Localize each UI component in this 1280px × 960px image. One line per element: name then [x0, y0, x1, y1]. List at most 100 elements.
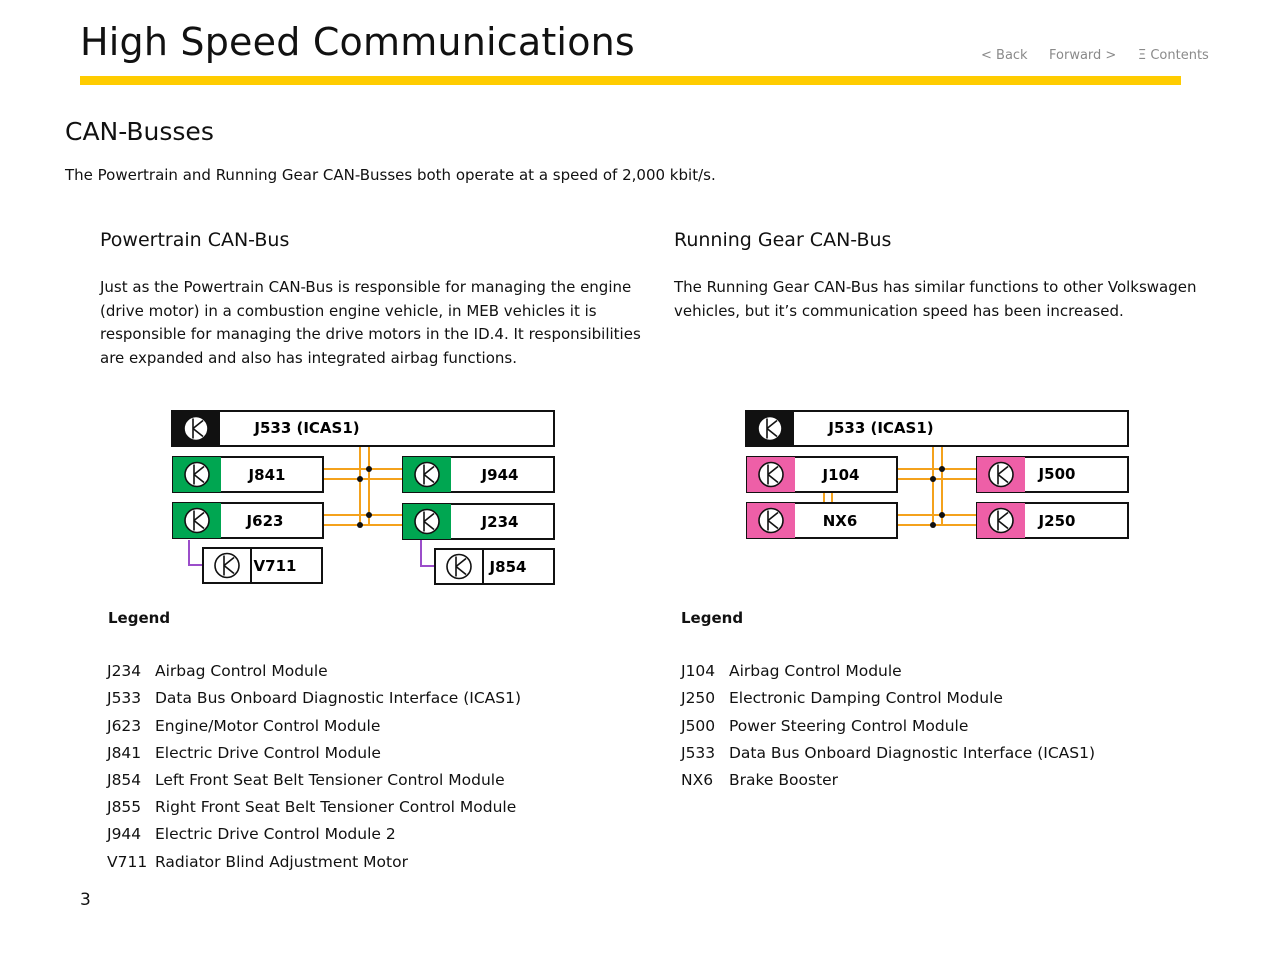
legend-item: J944 Electric Drive Control Module 2: [107, 825, 396, 843]
legend-desc: Right Front Seat Belt Tensioner Control …: [155, 798, 517, 816]
powertrain-legend-title: Legend: [108, 609, 171, 627]
page-number: 3: [80, 890, 91, 910]
module-label: J533 (ICAS1): [253, 419, 359, 437]
module-label: J500: [1038, 465, 1076, 483]
module-label: V711: [254, 557, 297, 575]
module-v711: V711: [202, 547, 323, 584]
transceiver-icon: [414, 508, 440, 535]
legend-item: J623 Engine/Motor Control Module: [107, 717, 380, 735]
section-title: CAN-Busses: [65, 117, 214, 146]
legend-code: J623: [107, 717, 142, 735]
powertrain-line: responsible for managing the drive motor…: [100, 325, 641, 344]
module-label: J533 (ICAS1): [827, 419, 933, 437]
legend-desc: Electric Drive Control Module: [155, 744, 381, 762]
back-link[interactable]: < Back: [981, 48, 1028, 63]
module-label: J623: [246, 512, 284, 530]
legend-item: J855 Right Front Seat Belt Tensioner Cont…: [107, 798, 516, 816]
module-j250: J250: [976, 502, 1129, 539]
gateway-module-j533: J533 (ICAS1): [171, 410, 555, 447]
legend-code: J250: [681, 689, 716, 707]
module-label: J841: [248, 466, 286, 484]
header-rule: [80, 76, 1181, 85]
legend-code: J944: [107, 825, 142, 843]
legend-item: J533 Data Bus Onboard Diagnostic Interfac…: [107, 689, 521, 707]
legend-item: NX6 Brake Booster: [681, 771, 838, 789]
junction-dot: [930, 522, 936, 528]
module-j500: J500: [976, 456, 1129, 493]
contents-link[interactable]: Ξ Contents: [1138, 48, 1209, 63]
legend-desc: Airbag Control Module: [155, 662, 328, 680]
legend-desc: Radiator Blind Adjustment Motor: [155, 853, 408, 871]
legend-item: J841 Electric Drive Control Module: [107, 744, 381, 762]
junction-dot: [357, 476, 363, 482]
running-gear-line: vehicles, but it’s communication speed h…: [674, 301, 1124, 320]
legend-code: J841: [107, 744, 142, 762]
powertrain-line: are expanded and also has integrated air…: [100, 349, 517, 368]
legend-item: V711 Radiator Blind Adjustment Motor: [107, 853, 408, 871]
legend-code: NX6: [681, 771, 714, 789]
transceiver-icon: [184, 461, 210, 488]
legend-item: J500 Power Steering Control Module: [681, 717, 968, 735]
junction-dot: [939, 512, 945, 518]
running-gear-description: The Running Gear CAN-Bus has similar fun…: [674, 276, 1234, 323]
junction-dot: [939, 466, 945, 472]
legend-code: J533: [681, 744, 716, 762]
gateway-module-j533: J533 (ICAS1): [745, 410, 1129, 447]
powertrain-diagram: J533 (ICAS1) J841 J944 J623 J234: [171, 410, 555, 585]
transceiver-icon: [988, 461, 1014, 488]
running-gear-legend-title: Legend: [681, 609, 744, 627]
module-j854: J854: [434, 548, 555, 585]
powertrain-title: Powertrain CAN-Bus: [100, 229, 290, 251]
page-title: High Speed Communications: [80, 20, 635, 64]
sub-bus-link: [188, 540, 204, 566]
module-j841: J841: [172, 456, 324, 493]
junction-dot: [366, 466, 372, 472]
section-intro: The Powertrain and Running Gear CAN-Buss…: [65, 166, 716, 184]
legend-desc: Data Bus Onboard Diagnostic Interface (I…: [155, 689, 522, 707]
junction-dot: [930, 476, 936, 482]
module-label: J104: [822, 466, 860, 484]
transceiver-icon: [758, 507, 784, 534]
legend-desc: Brake Booster: [729, 771, 839, 789]
powertrain-line: Just as the Powertrain CAN-Bus is respon…: [100, 278, 632, 296]
legend-desc: Power Steering Control Module: [729, 717, 969, 735]
legend-desc: Engine/Motor Control Module: [155, 717, 381, 735]
legend-desc: Airbag Control Module: [729, 662, 902, 680]
powertrain-line: (drive motor) in a combustion engine veh…: [100, 301, 597, 320]
module-label: J250: [1038, 512, 1076, 530]
legend-code: V711: [107, 853, 148, 871]
transceiver-icon: [988, 507, 1014, 534]
transceiver-icon: [214, 552, 240, 579]
legend-desc: Electronic Damping Control Module: [729, 689, 1003, 707]
junction-dot: [366, 512, 372, 518]
legend-item: J234 Airbag Control Module: [107, 662, 328, 680]
running-gear-line: The Running Gear CAN-Bus has similar fun…: [674, 278, 1197, 296]
legend-code: J104: [681, 662, 716, 680]
transceiver-icon: [183, 415, 209, 442]
module-label: J944: [481, 466, 519, 484]
transceiver-icon: [414, 461, 440, 488]
transceiver-icon: [446, 553, 472, 580]
legend-code: J854: [107, 771, 142, 789]
legend-desc: Electric Drive Control Module 2: [155, 825, 396, 843]
forward-link[interactable]: Forward >: [1049, 48, 1117, 63]
legend-code: J533: [107, 689, 142, 707]
module-label: NX6: [823, 512, 858, 530]
module-nx6: NX6: [746, 502, 898, 539]
legend-code: J500: [681, 717, 716, 735]
legend-item: J533 Data Bus Onboard Diagnostic Interfac…: [681, 744, 1095, 762]
transceiver-icon: [184, 507, 210, 534]
junction-dot: [357, 522, 363, 528]
module-label: J854: [489, 558, 527, 576]
module-j104: J104: [746, 456, 898, 493]
legend-item: J104 Airbag Control Module: [681, 662, 902, 680]
module-j234: J234: [402, 503, 555, 540]
legend-code: J855: [107, 798, 142, 816]
module-j944: J944: [402, 456, 555, 493]
legend-code: J234: [107, 662, 142, 680]
module-label: J234: [481, 513, 519, 531]
legend-desc: Data Bus Onboard Diagnostic Interface (I…: [729, 744, 1096, 762]
running-gear-diagram: J533 (ICAS1) J104 J500 NX6 J250: [745, 410, 1129, 539]
